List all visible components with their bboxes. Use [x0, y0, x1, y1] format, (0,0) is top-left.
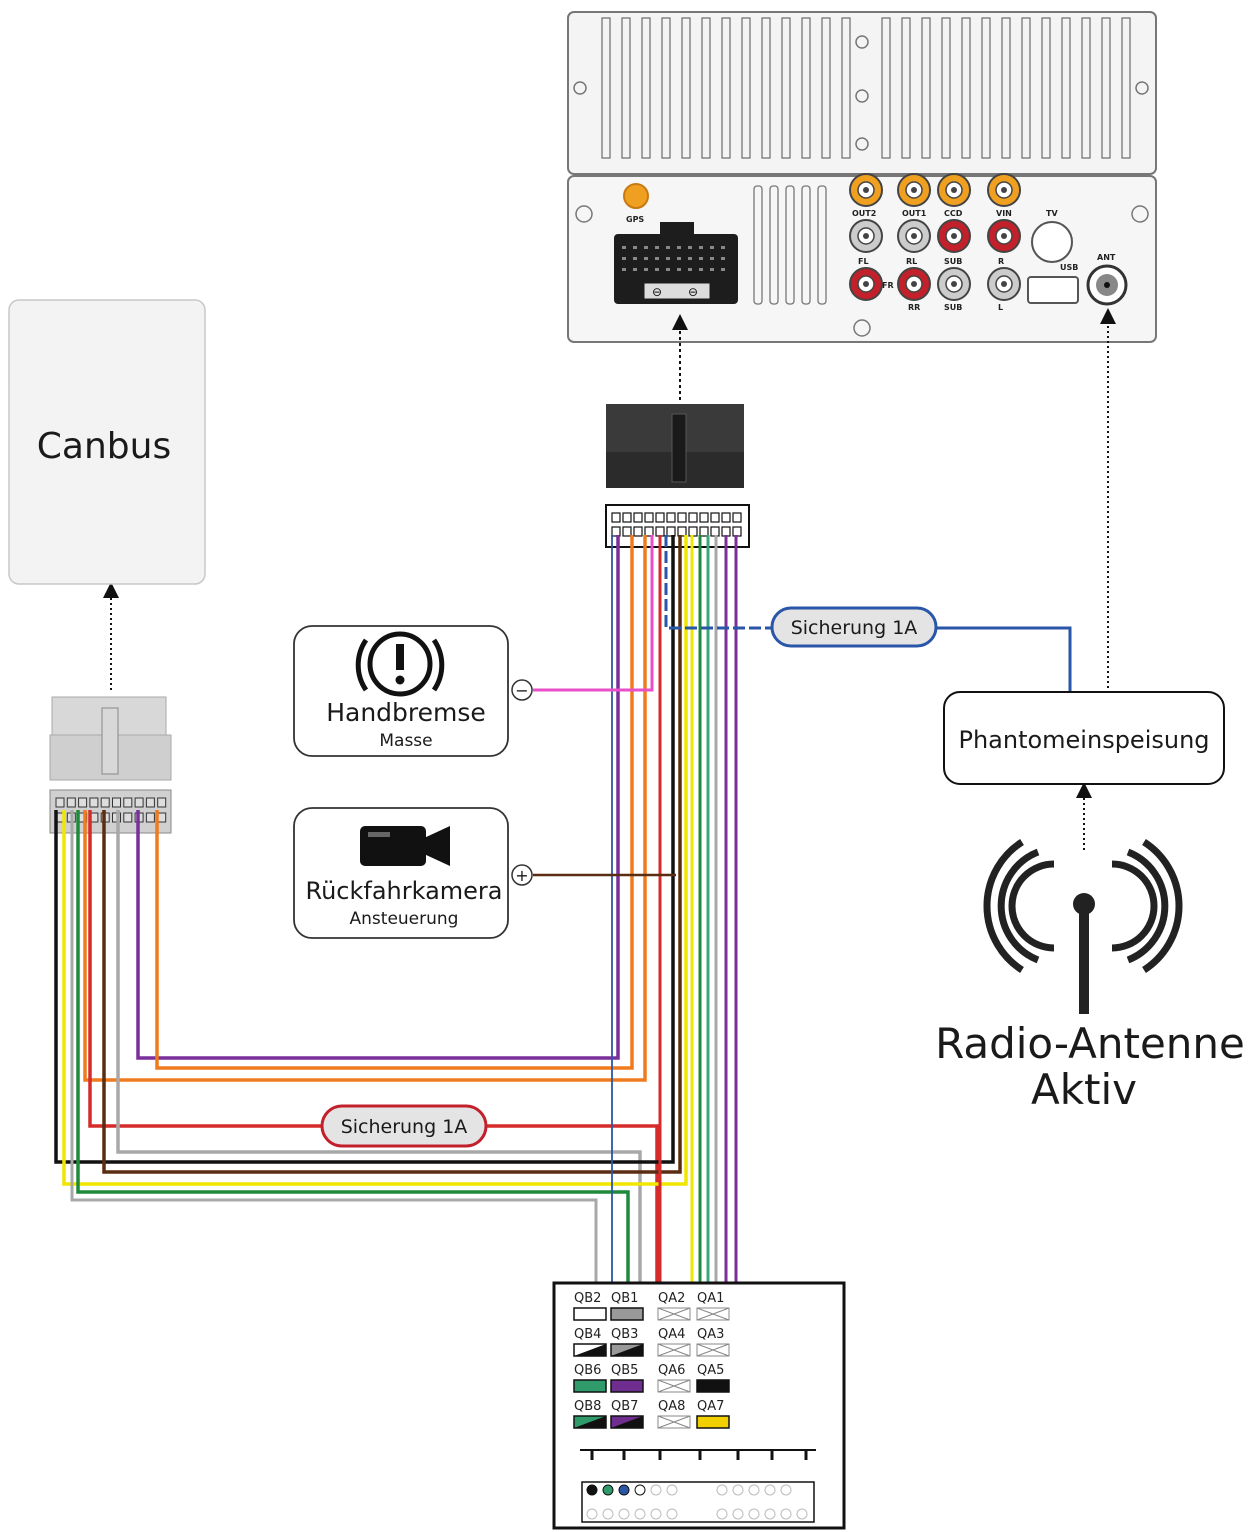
pin-label-qa1: QA1	[697, 1291, 724, 1306]
svg-text:⊖: ⊖	[652, 285, 662, 299]
canbus-box	[8, 299, 206, 585]
pin-swatch-qb6	[573, 1379, 607, 1393]
handbremse-title: Handbremse	[326, 698, 486, 727]
pin-swatch-qb7	[610, 1415, 644, 1429]
rca-label: RL	[906, 257, 917, 266]
fuse-top-label: Sicherung 1A	[791, 617, 918, 639]
pin-label-qb2: QB2	[574, 1291, 601, 1306]
fuse-top: Sicherung 1A	[770, 606, 938, 648]
antenna-label-line1: Radio-Antenne	[935, 1019, 1245, 1068]
pin-label-qb1: QB1	[611, 1291, 638, 1306]
pin-swatch-qa2	[657, 1307, 691, 1321]
rca-label: FR	[882, 281, 894, 290]
wire-brown-canbus	[102, 535, 682, 1174]
head-unit: GPS ⊖ ⊖ OUT2 OUT1 CCD VIN FL RL SUB R FR RR SUB L T…	[567, 11, 1157, 343]
rca-label: RR	[908, 303, 920, 312]
pin-swatch-qa3	[696, 1343, 730, 1357]
pin-label-qa7: QA7	[697, 1399, 724, 1414]
pin-label-qb7: QB7	[611, 1399, 638, 1414]
handbremse-box: Handbremse Masse −	[293, 625, 533, 757]
pin-swatch-qb8	[573, 1415, 607, 1429]
pin-label-qb8: QB8	[574, 1399, 601, 1414]
rca-jacks: OUT2 OUT1 CCD VIN FL RL SUB R FR RR SUB L	[849, 173, 1021, 312]
pin-label-qb5: QB5	[611, 1363, 638, 1378]
pin-swatch-qa8	[657, 1415, 691, 1429]
head-unit-plug	[605, 404, 750, 548]
pin-swatch-qa7	[696, 1415, 730, 1429]
rca-label: OUT2	[852, 209, 876, 218]
rca-label: R	[998, 257, 1004, 266]
rueckfahrkamera-polarity: +	[515, 866, 528, 885]
pin-swatch-qa6	[657, 1379, 691, 1393]
phantom-label: Phantomeinspeisung	[958, 726, 1209, 754]
tv-port-icon	[1031, 221, 1073, 263]
handbremse-subtitle: Masse	[379, 731, 432, 751]
pin-swatch-qb5	[610, 1379, 644, 1393]
pin-label-qa3: QA3	[697, 1327, 724, 1342]
pin-swatch-qb3	[610, 1343, 644, 1357]
wire-green-canbus	[76, 810, 630, 1283]
wire-purple-canbus	[136, 535, 620, 1060]
usb-label: USB	[1060, 263, 1078, 272]
antenna-label-line2: Aktiv	[1031, 1065, 1137, 1114]
wire-gray-canbus-2	[70, 810, 598, 1283]
wire-red-canbus	[88, 810, 322, 1128]
pin-swatch-qb2	[573, 1307, 607, 1321]
rca-label: FL	[858, 257, 869, 266]
wire-orange-canbus-2	[83, 535, 647, 1082]
pin-swatch-qa4	[657, 1343, 691, 1357]
canbus-plug	[49, 696, 172, 834]
pin-label-qb6: QB6	[574, 1363, 601, 1378]
wire-gray-canbus	[116, 810, 642, 1283]
phantom-box: Phantomeinspeisung	[943, 691, 1225, 785]
wire-red-fuse	[486, 1124, 659, 1283]
usb-port-icon	[1027, 276, 1079, 304]
pin-label-qa5: QA5	[697, 1363, 724, 1378]
pin-swatch-qa5	[696, 1379, 730, 1393]
wire-pink-handbrake	[533, 535, 654, 692]
gps-label: GPS	[626, 215, 644, 224]
pin-label-qa4: QA4	[658, 1327, 685, 1342]
fuse-bottom-label: Sicherung 1A	[341, 1116, 468, 1138]
rueckfahrkamera-title: Rückfahrkamera	[305, 877, 502, 905]
tv-label: TV	[1046, 209, 1058, 218]
handbrake-warning-icon	[355, 631, 445, 697]
fuse-bottom: Sicherung 1A	[320, 1104, 488, 1148]
wire-harness	[54, 535, 1072, 1283]
rca-label: SUB	[944, 303, 962, 312]
rueckfahrkamera-subtitle: Ansteuerung	[350, 909, 459, 929]
wire-orange-canbus	[155, 535, 634, 1070]
wire-blue-fuse	[664, 535, 772, 630]
handbremse-polarity: −	[515, 681, 528, 700]
pin-swatch-qb1	[610, 1307, 644, 1321]
canbus-label: Canbus	[37, 426, 171, 467]
pin-label-qa2: QA2	[658, 1291, 685, 1306]
wire-blue-phantom	[936, 626, 1072, 692]
rca-label: OUT1	[902, 209, 927, 218]
gps-connector-icon	[623, 183, 649, 209]
pin-label-qb4: QB4	[574, 1327, 601, 1342]
svg-text:⊖: ⊖	[688, 285, 698, 299]
rca-label: CCD	[944, 209, 963, 218]
camera-icon	[360, 826, 450, 866]
radio-antenna-icon	[983, 839, 1183, 1014]
pin-swatch-qb4	[573, 1343, 607, 1357]
wire-yellow-canbus	[62, 535, 688, 1186]
wire-black-canbus	[54, 535, 675, 1164]
rca-label: SUB	[944, 257, 962, 266]
heatsink-fins	[601, 17, 1131, 159]
rueckfahrkamera-box: Rückfahrkamera Ansteuerung +	[293, 807, 533, 939]
pin-label-qa8: QA8	[658, 1399, 685, 1414]
pin-swatch-qa1	[696, 1307, 730, 1321]
rca-label: VIN	[996, 209, 1012, 218]
rca-label: L	[998, 303, 1003, 312]
pin-label-qb3: QB3	[611, 1327, 638, 1342]
ant-label: ANT	[1097, 253, 1116, 262]
pin-label-qa6: QA6	[658, 1363, 685, 1378]
